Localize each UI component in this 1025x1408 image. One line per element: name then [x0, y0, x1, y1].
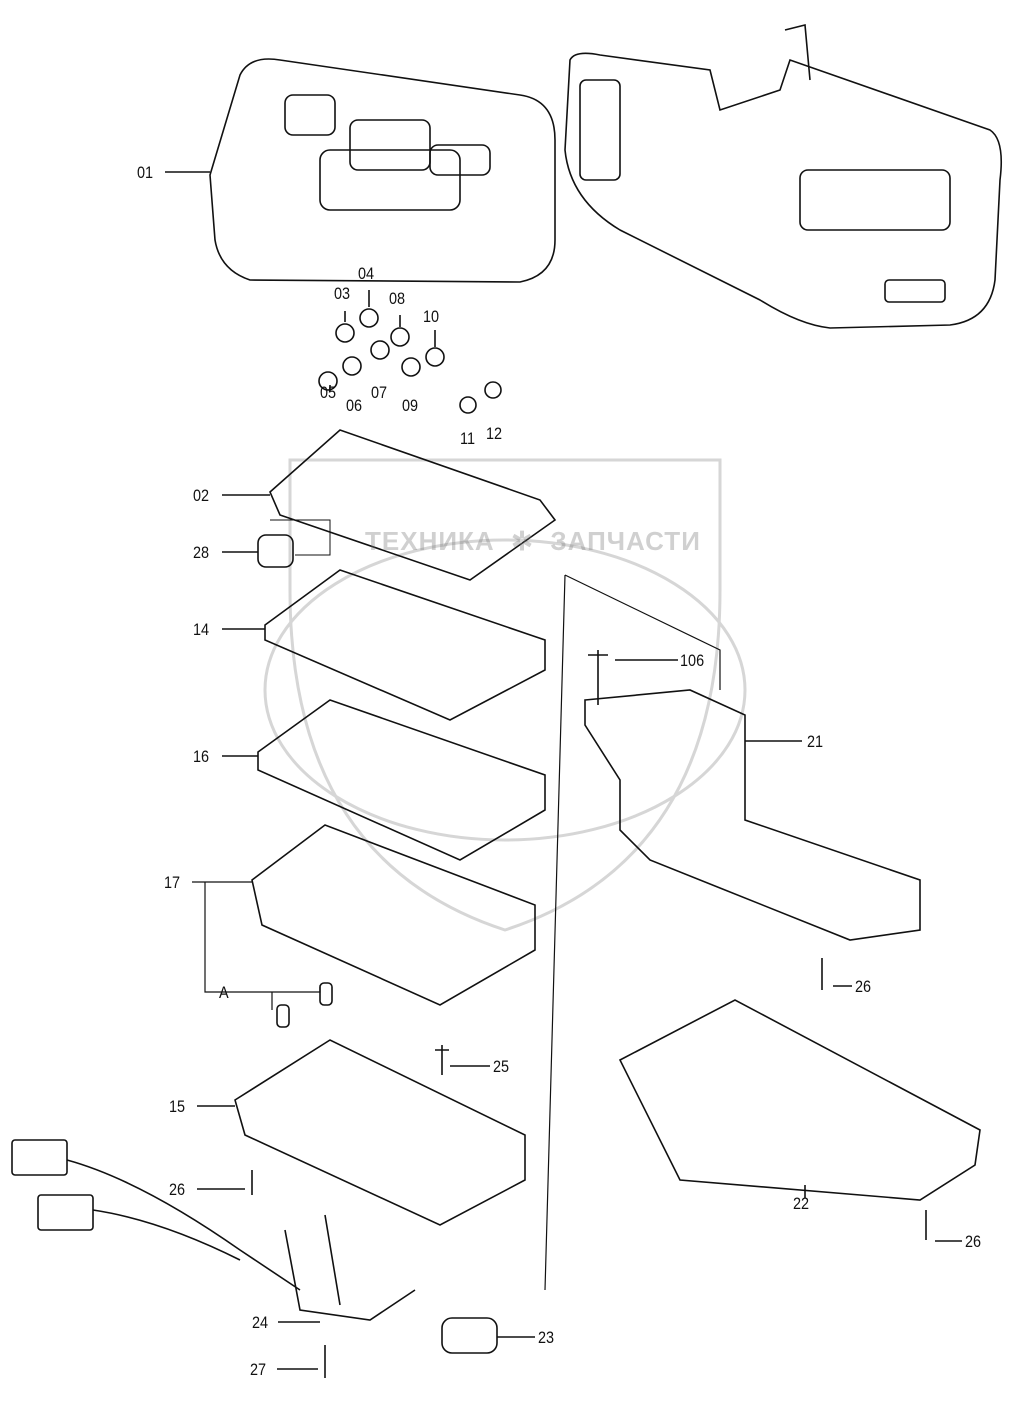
- watermark-right: ЗАПЧАСТИ: [550, 526, 701, 556]
- callout-17: 17: [164, 873, 181, 892]
- callout-07: 07: [371, 383, 388, 402]
- callout-106: 106: [680, 651, 705, 670]
- watermark-left: ТЕХНИКА: [365, 526, 495, 556]
- part-17-board: [251, 824, 536, 1006]
- part-22-cover: [618, 999, 981, 1201]
- callout-26-right-bottom: 26: [965, 1232, 982, 1251]
- part-21-bracket: [584, 689, 921, 941]
- part-02-rubber-pad: [269, 429, 557, 581]
- part-16-plate: [257, 699, 546, 861]
- part-01-cover: [209, 58, 556, 283]
- callout-09: 09: [402, 396, 419, 415]
- callout-08: 08: [389, 289, 406, 308]
- callout-21: 21: [807, 732, 824, 751]
- callout-05: 05: [320, 383, 337, 402]
- watermark-logo: [263, 458, 747, 932]
- callout-22: 22: [793, 1194, 810, 1213]
- callout-25: 25: [493, 1057, 510, 1076]
- callout-04: 04: [358, 264, 375, 283]
- callout-10: 10: [423, 307, 440, 326]
- callout-28: 28: [193, 543, 210, 562]
- callout-23: 23: [538, 1328, 555, 1347]
- callout-24: 24: [252, 1313, 269, 1332]
- callout-03: 03: [334, 284, 351, 303]
- excavator-outline: [564, 23, 1003, 329]
- callout-06: 06: [346, 396, 363, 415]
- part-14-plate: [264, 569, 546, 721]
- callout-26-right-top: 26: [855, 977, 872, 996]
- callout-12: 12: [486, 424, 503, 443]
- callout-11: 11: [460, 429, 476, 448]
- wire-harness: [11, 1139, 416, 1321]
- part-23: [441, 1317, 498, 1354]
- callout-15: 15: [169, 1097, 186, 1116]
- callout-16: 16: [193, 747, 210, 766]
- part-15-base: [234, 1039, 526, 1226]
- callout-A: A: [219, 983, 229, 1002]
- callout-27: 27: [250, 1360, 267, 1379]
- callout-01: 01: [137, 163, 154, 182]
- callout-26-left: 26: [169, 1180, 186, 1199]
- watermark-text: ТЕХНИКА ✲ ЗАПЧАСТИ: [365, 526, 701, 556]
- buttons-03-12: [318, 290, 502, 414]
- callout-14: 14: [193, 620, 210, 639]
- callout-02: 02: [193, 486, 210, 505]
- part-28: [257, 534, 294, 568]
